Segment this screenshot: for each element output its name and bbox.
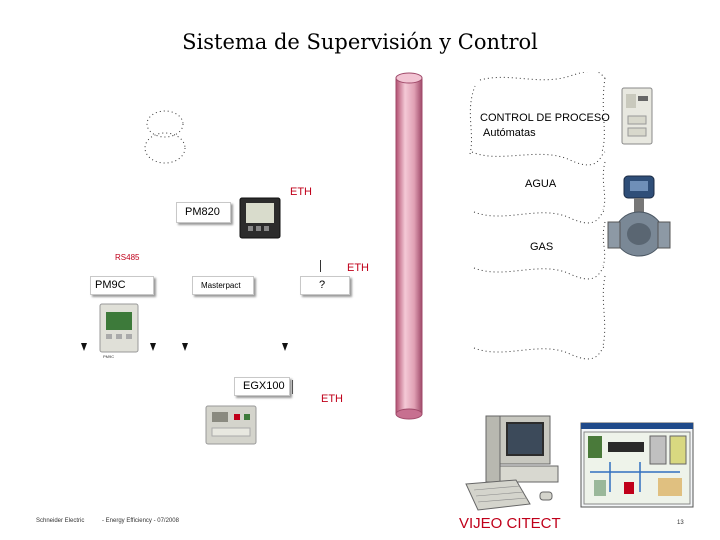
pm820-meter-icon [239, 197, 281, 239]
down-marker-4 [282, 343, 288, 351]
pm9c-box: PM9C [90, 276, 154, 295]
automatas-label: Autómatas [483, 127, 536, 139]
workstation-computer-icon [465, 415, 559, 511]
flowmeter-icon [607, 175, 671, 257]
down-marker-1 [81, 343, 87, 351]
footer-company: Schneider Electric [36, 518, 85, 524]
footer-subtitle: - Energy Efficiency - 07/2008 [102, 518, 179, 524]
eth-label-top: ETH [290, 186, 312, 198]
plc-icon [621, 87, 653, 145]
control-proceso-label: CONTROL DE PROCESO [480, 112, 610, 124]
eth-label-bottom: ETH [321, 393, 343, 405]
down-marker-2 [150, 343, 156, 351]
scada-screen-thumbnail [580, 422, 694, 508]
gas-label: GAS [530, 241, 554, 253]
rs485-label: RS485 [115, 253, 140, 262]
page-title: Sistema de Supervisión y Control [182, 30, 538, 54]
vijeo-citect-label: VIJEO CITECT [459, 515, 561, 532]
pm820-box: PM820 [176, 202, 231, 223]
eth-tick-mid [320, 260, 321, 272]
process-zone-outlines [469, 72, 606, 360]
unknown-device-box: ? [300, 276, 350, 295]
meter-outline [144, 110, 186, 164]
egx100-gateway-icon [205, 405, 257, 445]
egx100-box: EGX100 [234, 377, 290, 396]
eth-tick-bottom [292, 380, 293, 394]
agua-label: AGUA [525, 178, 557, 190]
eth-label-mid: ETH [347, 262, 369, 274]
down-marker-3 [182, 343, 188, 351]
pm9c-caption: PM9C [103, 354, 115, 359]
page-number: 13 [677, 520, 684, 526]
pm9c-meter-icon [99, 303, 139, 353]
masterpact-box: Masterpact [192, 276, 254, 295]
ethernet-bus [395, 72, 423, 420]
